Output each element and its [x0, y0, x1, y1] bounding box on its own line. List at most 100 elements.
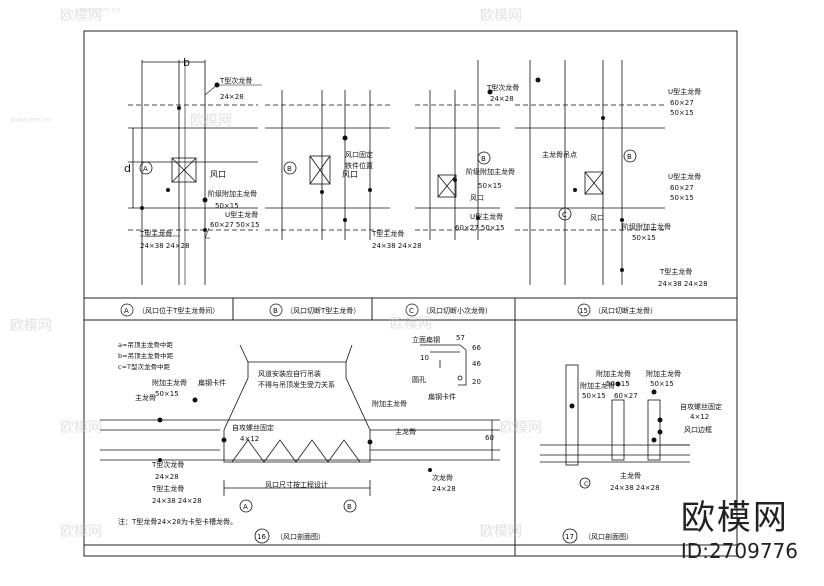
- callout-16-b: B: [347, 503, 352, 511]
- title-15-badge: 15: [579, 307, 588, 315]
- plan-b: [265, 90, 390, 240]
- t-main-size-a: 24×38 24×28: [140, 242, 190, 250]
- u-main-size-17: 60×27: [614, 392, 638, 400]
- dim-66: 66: [472, 344, 481, 352]
- fk-dim-label: 风口尺寸按工程设计: [265, 480, 328, 489]
- title-a-text: （风口位于T型主龙骨间）: [138, 306, 219, 315]
- title-17-text: （风口剖面图）: [584, 532, 633, 541]
- u-main-size-a: 60×27 50×15: [210, 221, 260, 229]
- self-screw-size-17: 4×12: [690, 413, 709, 421]
- fengkou-label-c: 风口: [470, 194, 484, 202]
- t-sub-size-16: 24×28: [155, 473, 179, 481]
- plan-a-nodes: [140, 82, 220, 232]
- add-main-size-17a: 50×15: [606, 380, 630, 388]
- t-main-label-16: T型主龙骨: [151, 484, 184, 493]
- sheet-border: [83, 30, 738, 557]
- step-add-size-a: 50×15: [215, 202, 239, 210]
- add-main-size-16: 50×15: [155, 390, 179, 398]
- fengkou-label-15: 风口: [590, 214, 604, 222]
- watermark-text: 欧模网: [390, 316, 432, 332]
- fk-edge-label: 风口边框: [684, 425, 712, 434]
- t-sub-label-a: T型次龙骨: [219, 76, 252, 85]
- note-b: b=吊顶主龙骨中距: [118, 351, 174, 360]
- step-add-label-a: 阶级附加主龙骨: [208, 189, 257, 198]
- watermark-text: 欧模网: [60, 8, 102, 24]
- watermark-text: 欧模网: [60, 524, 102, 540]
- fk-fix-2: 铁件位置: [345, 161, 373, 170]
- title-c-text: （风口切断小次龙骨）: [422, 306, 492, 315]
- sub-keel-label-16: 次龙骨: [432, 473, 453, 482]
- u-main-label-a: U型主龙骨: [225, 210, 258, 219]
- plan-a: [128, 60, 258, 285]
- plate-title: 立面扁钢: [412, 335, 440, 344]
- panel-titles: [120, 303, 591, 317]
- section-17: [540, 364, 690, 544]
- title-17-badge: 17: [565, 533, 574, 541]
- watermark-url: www.om.cn: [10, 116, 50, 124]
- fengkou-label-a: 风口: [210, 170, 226, 179]
- dim-10: 10: [420, 354, 429, 362]
- t-sub-label-c: T型次龙骨: [486, 83, 519, 92]
- dim-57: 57: [456, 334, 465, 342]
- watermark-text: 欧模网: [60, 420, 102, 436]
- title-c-badge: C: [409, 307, 414, 315]
- add-main-label-16: 附加主龙骨: [152, 378, 187, 387]
- watermark-url: www.om.cn: [80, 6, 120, 14]
- u-main-size-15-a: 60×27: [670, 99, 694, 107]
- t-sub-size-c: 24×28: [490, 95, 514, 103]
- t-main-size-17: 24×38 24×28: [610, 484, 660, 492]
- callout-b-1: B: [287, 165, 292, 173]
- title-b-badge: B: [273, 307, 278, 315]
- step-add-size-15: 50×15: [632, 234, 656, 242]
- step-add-size-c: 50×15: [478, 182, 502, 190]
- main-hang-label: 主龙骨吊点: [542, 150, 577, 159]
- t-main-label-b: T型主龙骨: [371, 229, 404, 238]
- watermark-text: 欧模网: [190, 113, 232, 129]
- plan-15: [515, 60, 665, 285]
- fk-fix-1: 风口固定: [345, 150, 373, 159]
- u-main-size-15-2a: 60×27: [670, 184, 694, 192]
- sub-keel-size-16: 24×28: [432, 485, 456, 493]
- add-main-label-17b: 附加主龙骨: [646, 369, 681, 378]
- dim-b-label: b: [183, 56, 190, 69]
- callout-17: C: [584, 481, 588, 488]
- round-hole: 圆孔: [412, 376, 426, 384]
- brand-block: 欧模网 ID:2709776: [681, 500, 798, 562]
- flat-clip-label-16: 扁钢卡件: [198, 378, 226, 387]
- flat-clip-label-detail: 扁钢卡件: [428, 392, 456, 401]
- title-a-badge: A: [124, 307, 129, 315]
- t-sub-size-a: 24×28: [220, 93, 244, 101]
- add-main-size-17c: 50×15: [582, 392, 606, 400]
- watermark-text: 欧模网: [480, 8, 522, 24]
- title-16-badge: 16: [257, 533, 266, 541]
- fengkou-label-b: 风口: [342, 170, 358, 179]
- t-main-size-16: 24×38 24×28: [152, 497, 202, 505]
- main-keel-label-17: 主龙骨: [620, 471, 641, 480]
- vent-note-2: 不得与吊顶发生受力关系: [258, 380, 335, 389]
- u-main-label-15-2: U型主龙骨: [668, 172, 701, 181]
- self-screw-16: 自攻螺丝固定: [232, 423, 274, 432]
- main-keel-label-16b: 主龙骨: [395, 427, 416, 436]
- dim-60: 60: [485, 434, 494, 442]
- add-main-label-17a: 附加主龙骨: [596, 369, 631, 378]
- title-15-text: （风口切断主龙骨）: [594, 306, 657, 315]
- callout-16-a: A: [243, 503, 248, 511]
- dim-46: 46: [472, 360, 481, 368]
- title-16-text: （风口剖面图）: [276, 532, 325, 541]
- section-16: [100, 344, 500, 544]
- dim-20: 20: [472, 378, 481, 386]
- add-main-label-16b: 附加主龙骨: [372, 399, 407, 408]
- title-b-text: （风口切断T型主龙骨）: [286, 306, 360, 315]
- step-add-label-15: 阶级附加主龙骨: [622, 222, 671, 231]
- u-main-label-15: U型主龙骨: [668, 87, 701, 96]
- t-sub-label-16: T型次龙骨: [151, 460, 184, 469]
- self-screw-size-16: 4×12: [240, 435, 259, 443]
- watermark-text: 欧模网: [480, 524, 522, 540]
- plan-c: [415, 60, 500, 240]
- add-main-label-17c: 附加主龙骨: [580, 381, 615, 390]
- callout-c-1: B: [481, 155, 486, 163]
- u-main-label-c: U型主龙骨: [470, 212, 503, 221]
- watermark-layer: 欧模网 欧模网 欧模网 欧模网 欧模网 欧模网 欧模网 欧模网 欧模网 www.…: [10, 6, 542, 540]
- add-main-size-17b: 50×15: [650, 380, 674, 388]
